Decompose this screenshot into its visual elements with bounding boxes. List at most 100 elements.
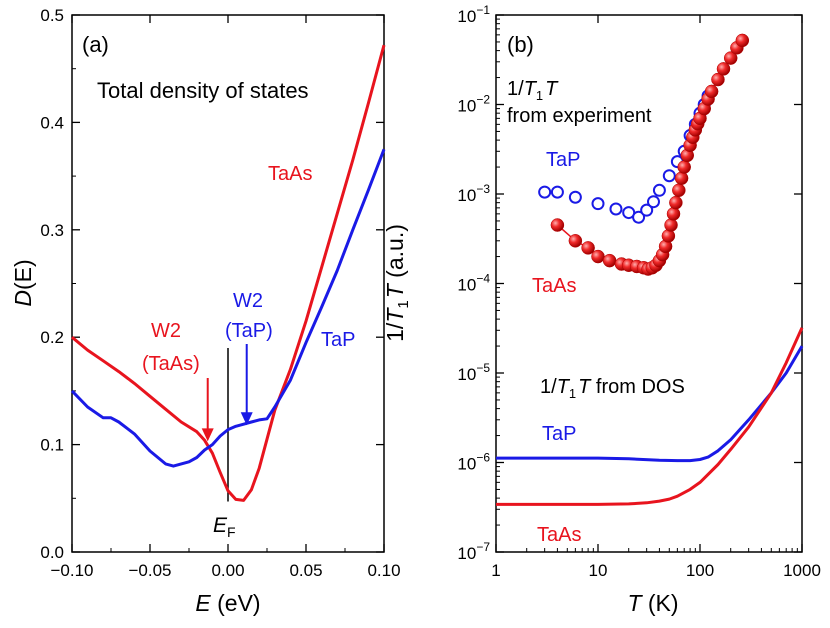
panel-a-xlabel-unit: (eV) [211, 590, 261, 616]
panel-b-series [496, 33, 804, 506]
panel-b-ytick-label: 10−7 [457, 540, 490, 563]
tap-experiment-point [591, 197, 605, 211]
ylab-T: T [382, 307, 408, 323]
panel-b-ytick-label: 10−1 [457, 3, 490, 26]
ylab-T2: T [382, 282, 408, 298]
panel-a-ylabel-arg: (E) [10, 259, 36, 290]
tap-experiment-point [632, 210, 646, 224]
taas-experiment-point [664, 218, 678, 232]
w2-taas-label-line2: (TaAs) [142, 353, 200, 375]
panel-a-ytick-label: 0.2 [40, 328, 64, 347]
tap-experiment-point [652, 183, 666, 197]
taas-experiment-point [568, 234, 583, 248]
panel-b-xlabel: T (K) [627, 590, 678, 616]
tap-experiment-point [550, 185, 564, 199]
dos-rest: from DOS [590, 376, 684, 398]
taas-experiment-point [723, 51, 738, 65]
panel-a-xtick-label: −0.10 [50, 561, 93, 580]
ylab-rest: (a.u.) [382, 224, 408, 284]
panel-a-label: (a) [82, 32, 109, 57]
panel-b-xlabel-unit: (K) [642, 590, 679, 616]
panel-b-ytick-label: 10−2 [457, 93, 490, 116]
taas-experiment-point [735, 33, 750, 48]
exp-sub: 1 [536, 88, 543, 103]
panel-a-ytick-label: 0.0 [40, 543, 64, 562]
dos-pre: 1/ [540, 376, 557, 398]
dos-rate-curve-taas [496, 327, 804, 506]
w2-tap-label-line2: (TaP) [225, 320, 273, 342]
dos-T2: T [578, 376, 592, 398]
fermi-level-label: EF [213, 514, 236, 540]
tap-experiment-label: TaP [546, 149, 580, 171]
taas-experiment-point [674, 171, 689, 185]
taas-experiment-point [677, 160, 691, 174]
taas-dos-label: TaAs [537, 524, 581, 546]
panel-a-xtick-label: −0.05 [128, 561, 171, 580]
panel-b-ytick-label: 10−3 [457, 182, 490, 205]
taas-experiment-point [581, 241, 595, 255]
panel-a-xlabel-var: E [195, 590, 211, 616]
dos-curve-tap [70, 148, 386, 468]
panel-b-ylabel: 1/T1T (a.u.) [382, 224, 412, 342]
experiment-annotation-line2: from experiment [507, 105, 652, 127]
tap-experiment-point [609, 202, 623, 216]
panel-b-ytick-label: 10−5 [457, 361, 490, 384]
panel-a-ytick-label: 0.4 [40, 113, 64, 132]
tap-experiment-point [646, 195, 660, 209]
panel-a-ytick-label: 0.1 [40, 436, 64, 455]
panel-b-ytick-label: 10−4 [457, 272, 490, 295]
panel-a-ytick-label: 0.3 [40, 221, 64, 240]
panel-b-relaxation-chart: 1 10 100 1000 10−7 10−6 10−5 10−4 10−3 10−2 10−1 (… [382, 3, 821, 616]
fermi-level-e: E [213, 514, 228, 537]
panel-b-label: (b) [507, 32, 534, 57]
panel-b-xtick-label: 1000 [783, 561, 821, 580]
w2-tap-label-line1: W2 [233, 290, 263, 312]
taas-experiment-point [672, 183, 686, 198]
dos-curve-taas [71, 44, 386, 502]
panel-a-xtick-label: 0.10 [367, 561, 400, 580]
panel-a-series [70, 44, 386, 502]
tap-dos-label: TaP [542, 423, 576, 445]
panel-b-xtick-label: 1 [491, 561, 500, 580]
taas-experiment-point [711, 72, 725, 87]
panel-b-ytick-label: 10−6 [457, 451, 490, 474]
panel-b-xtick-label: 10 [589, 561, 608, 580]
taas-experiment-point [666, 207, 681, 221]
panel-a-xlabel: E (eV) [195, 590, 260, 616]
panel-b-xlabel-var: T [627, 590, 643, 616]
taas-experiment-point [602, 253, 617, 268]
taas-experiment-point [669, 195, 683, 210]
dos-sub: 1 [569, 386, 576, 401]
dos-rate-curve-tap [496, 345, 804, 463]
exp-pre: 1/ [507, 78, 524, 100]
panel-a-title: Total density of states [97, 78, 309, 103]
panel-a-xtick-label: 0.05 [289, 561, 322, 580]
w2-taas-label-line1: W2 [151, 320, 181, 342]
exp-T2: T [545, 78, 559, 100]
taas-experiment-point [716, 62, 731, 76]
w2-taas-arrow-head [201, 428, 214, 442]
tap-curve-label: TaP [321, 329, 355, 351]
taas-experiment-point [704, 84, 719, 99]
tap-experiment-point [662, 169, 676, 183]
ylab-sub: 1 [395, 300, 412, 308]
taas-curve-label: TaAs [268, 163, 312, 185]
tap-experiment-point [568, 190, 582, 204]
taas-experiment-point [550, 218, 565, 232]
panel-a-ylabel-var: D [10, 290, 36, 307]
panel-a-ylabel: D(E) [10, 259, 36, 306]
ylab-pre: 1/ [382, 322, 408, 342]
taas-experiment-point [591, 249, 605, 264]
exp-T: T [524, 78, 538, 100]
panel-a-ytick-label: 0.5 [40, 6, 64, 25]
dos-T: T [557, 376, 571, 398]
fermi-level-sub: F [227, 524, 236, 540]
tap-experiment-point [640, 203, 654, 217]
tap-experiment-point [538, 185, 552, 199]
panel-b-xtick-label: 100 [686, 561, 714, 580]
